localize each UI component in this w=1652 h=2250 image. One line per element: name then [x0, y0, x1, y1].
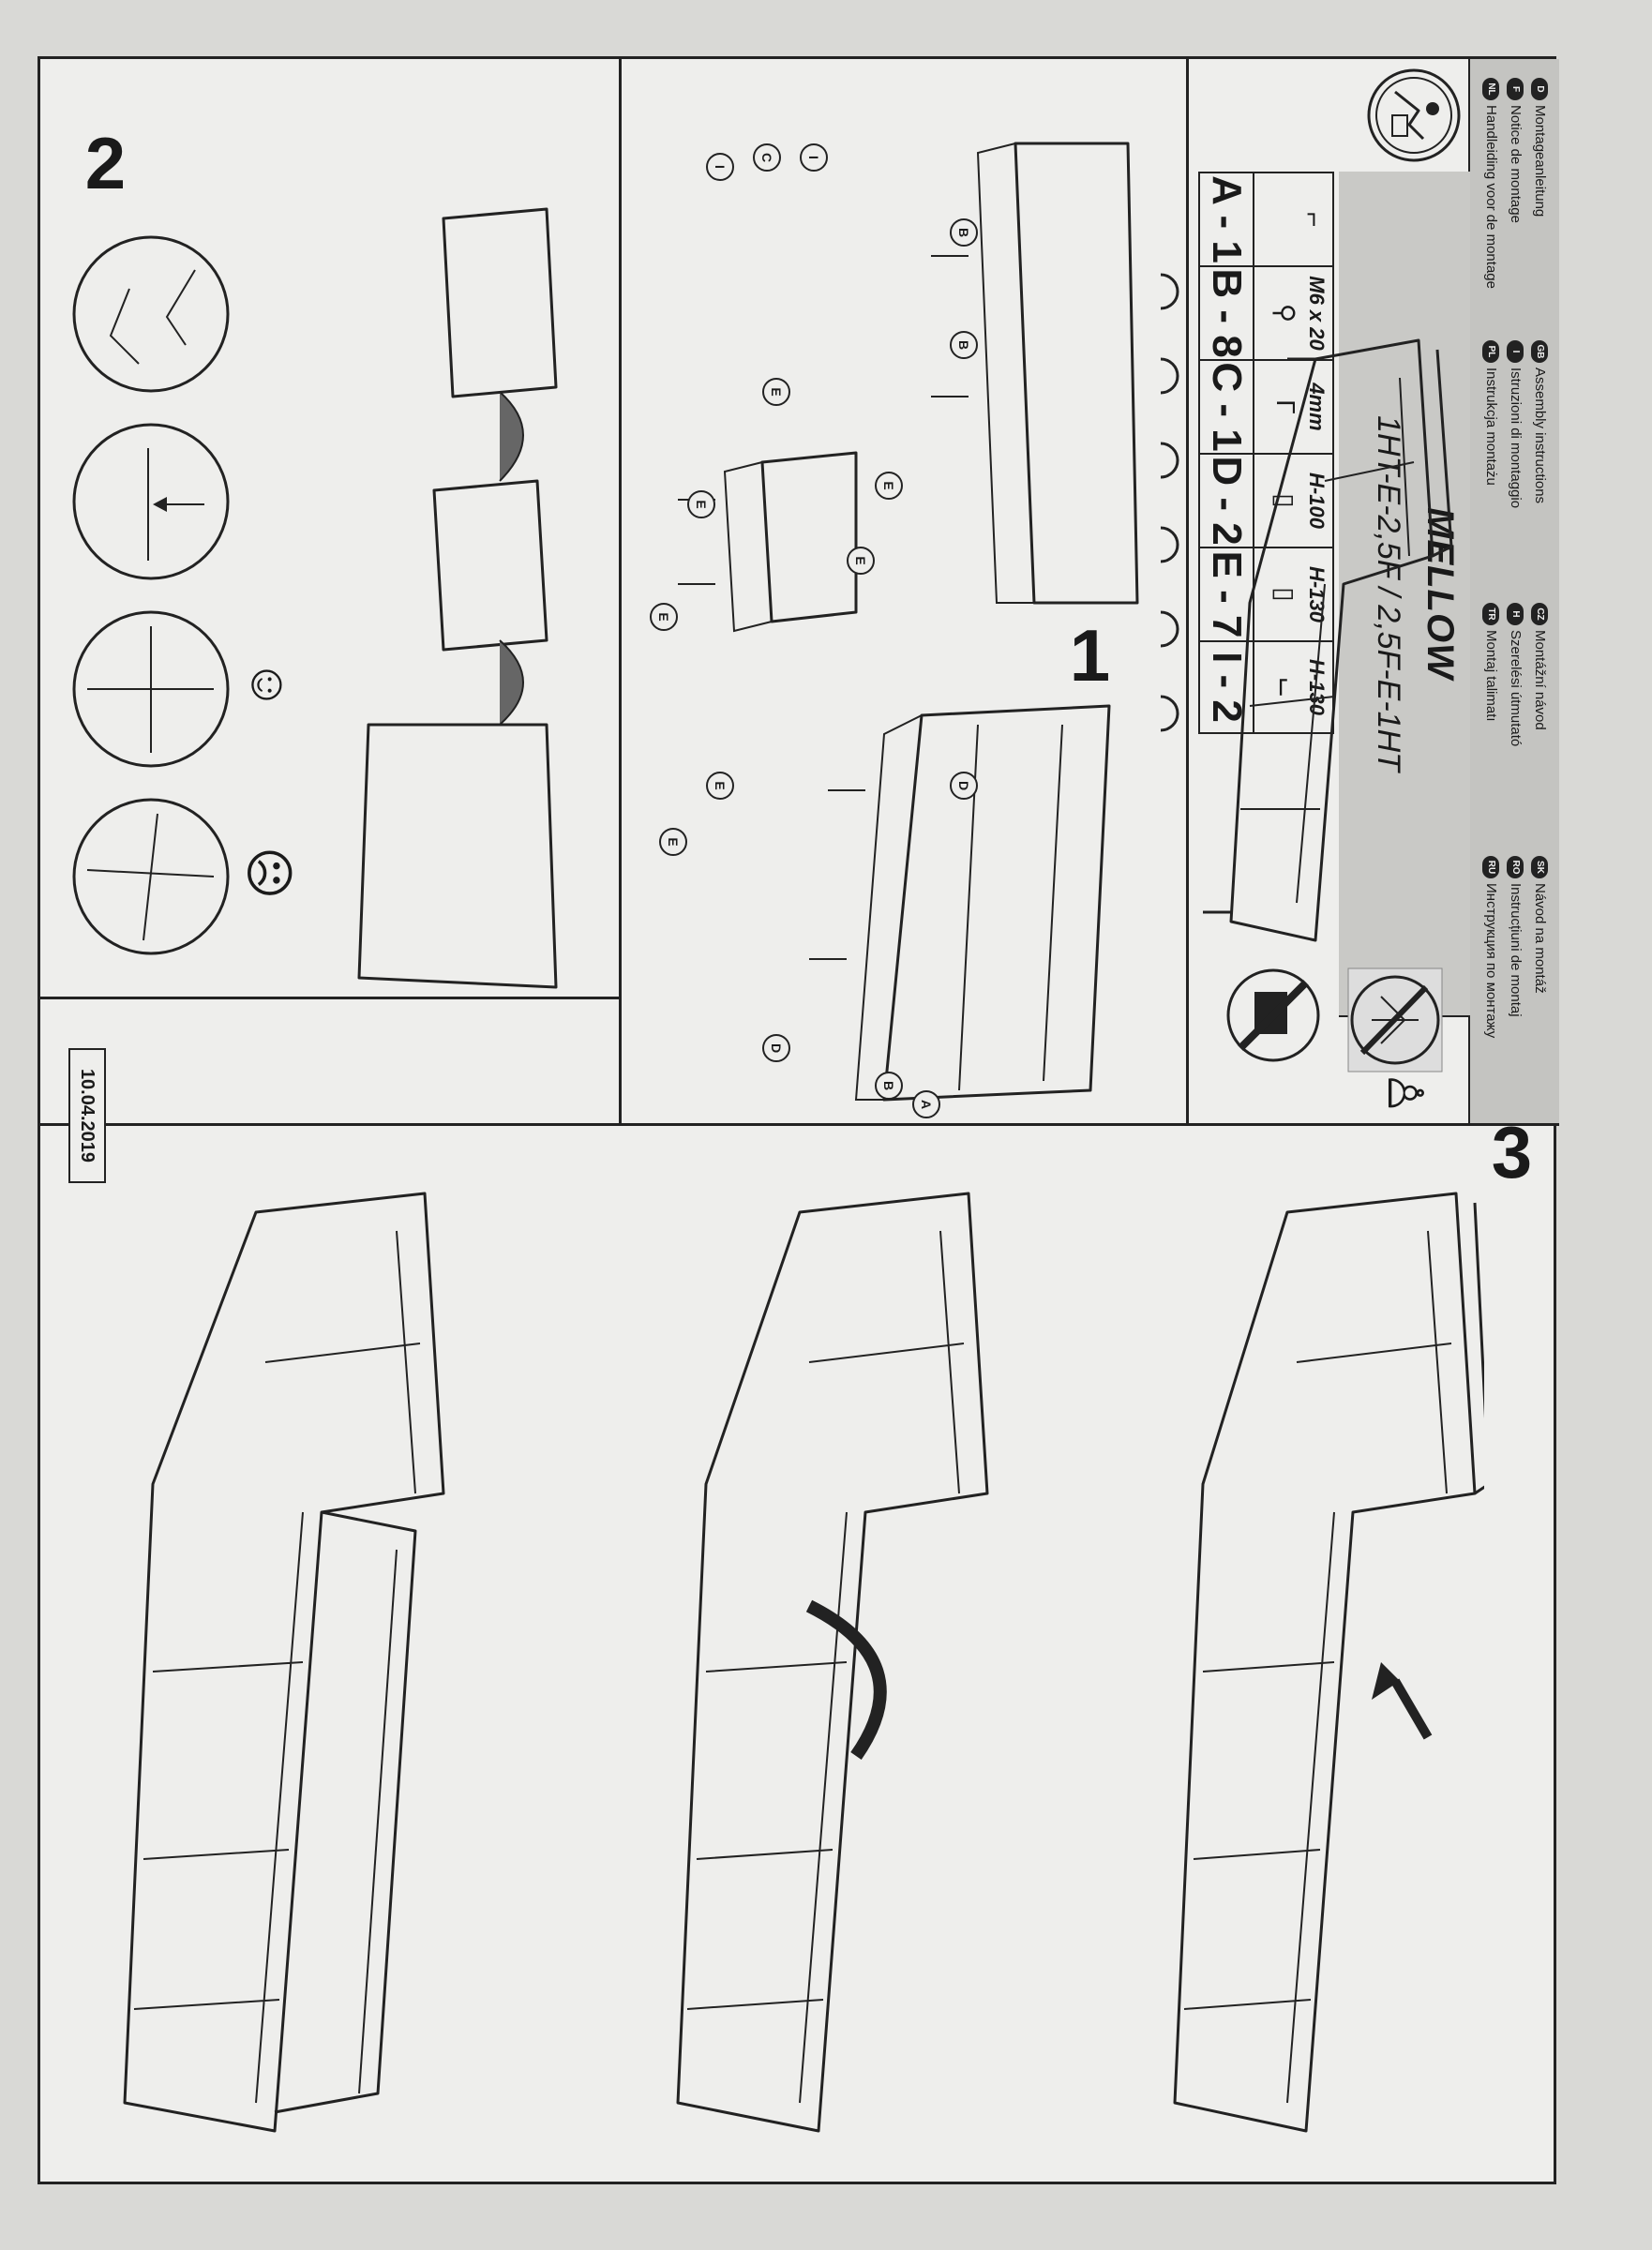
step3-sofa-pulling-drawing [676, 1192, 989, 2133]
callout-label: E [650, 603, 678, 631]
step1-exploded-drawing [678, 142, 1139, 1102]
step3-sofa-bed-drawing [123, 1192, 445, 2133]
step-number-3: 3 [1491, 1111, 1533, 1194]
callout-label: I [706, 153, 734, 181]
smiley-happy-icon: ☺ [241, 659, 297, 712]
connector-detail-1 [72, 235, 230, 393]
connector-detail-4 [72, 798, 230, 955]
callout-label: D [762, 1034, 790, 1062]
callout-label: E [659, 828, 687, 856]
screw-arrows-row [1160, 273, 1179, 732]
callout-label: D [950, 772, 978, 800]
connector-detail-3 [72, 610, 230, 768]
callout-label: B [950, 331, 978, 359]
no-lifting-icon [1347, 968, 1443, 1072]
step2-joining-drawing [357, 207, 558, 989]
sofa-overview-drawing [1203, 338, 1453, 942]
date-label: 10.04.2019 [68, 1048, 106, 1183]
assembly-person-icon [1367, 68, 1461, 162]
divider-step2-box [40, 997, 622, 999]
smiley-sad-icon: ☹ [240, 847, 296, 900]
callout-label: E [706, 772, 734, 800]
callout-label: E [687, 490, 715, 518]
callout-label: E [762, 378, 790, 406]
callout-label: E [875, 472, 903, 500]
part-a: ⌐ A - 1 [1200, 173, 1332, 267]
callout-label: I [800, 143, 828, 172]
divider-step1-bottom [619, 59, 622, 1123]
step-number-2: 2 [84, 122, 127, 205]
callout-label: E [847, 547, 875, 575]
divider-left-right [40, 1123, 1559, 1126]
callout-label: B [950, 218, 978, 247]
callout-label: B [875, 1072, 903, 1100]
step3-sofa-closed-drawing [1173, 1192, 1484, 2133]
connector-detail-2 [72, 423, 230, 580]
callout-label: A [912, 1090, 940, 1118]
no-sitting-icon [1226, 968, 1320, 1062]
callout-label: C [753, 143, 781, 172]
